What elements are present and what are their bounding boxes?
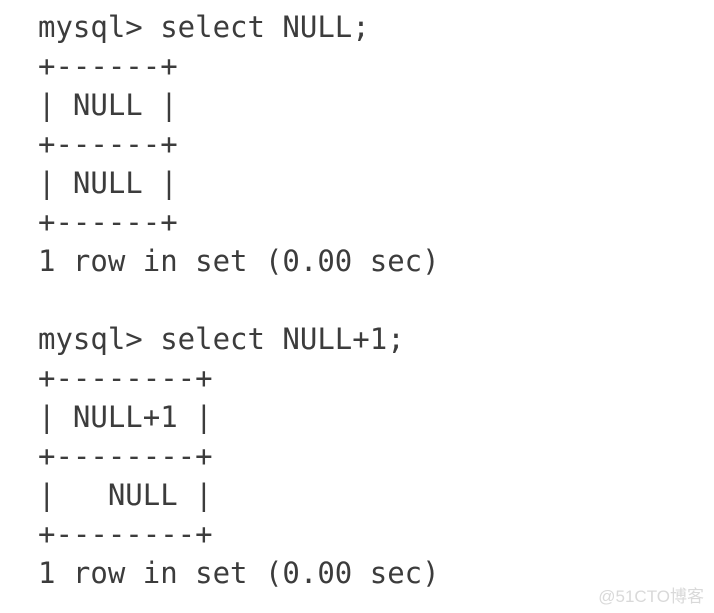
table-border-line: +--------+ [38,361,213,395]
watermark: @51CTO博客 [598,587,704,606]
mysql-command-line: mysql> select NULL; [38,10,370,44]
table-border-line: +------+ [38,205,178,239]
mysql-terminal-output: mysql> select NULL; +------+ | NULL | +-… [38,8,440,593]
blank-line [38,281,440,320]
table-header-line: | NULL | [38,88,178,122]
mysql-command-line: mysql> select NULL+1; [38,322,405,356]
table-border-line: +--------+ [38,439,213,473]
table-value-line: | NULL | [38,478,213,512]
table-border-line: +------+ [38,49,178,83]
table-header-line: | NULL+1 | [38,400,213,434]
table-border-line: +--------+ [38,517,213,551]
status-line: 1 row in set (0.00 sec) [38,244,440,278]
table-border-line: +------+ [38,127,178,161]
table-value-line: | NULL | [38,166,178,200]
status-line: 1 row in set (0.00 sec) [38,556,440,590]
